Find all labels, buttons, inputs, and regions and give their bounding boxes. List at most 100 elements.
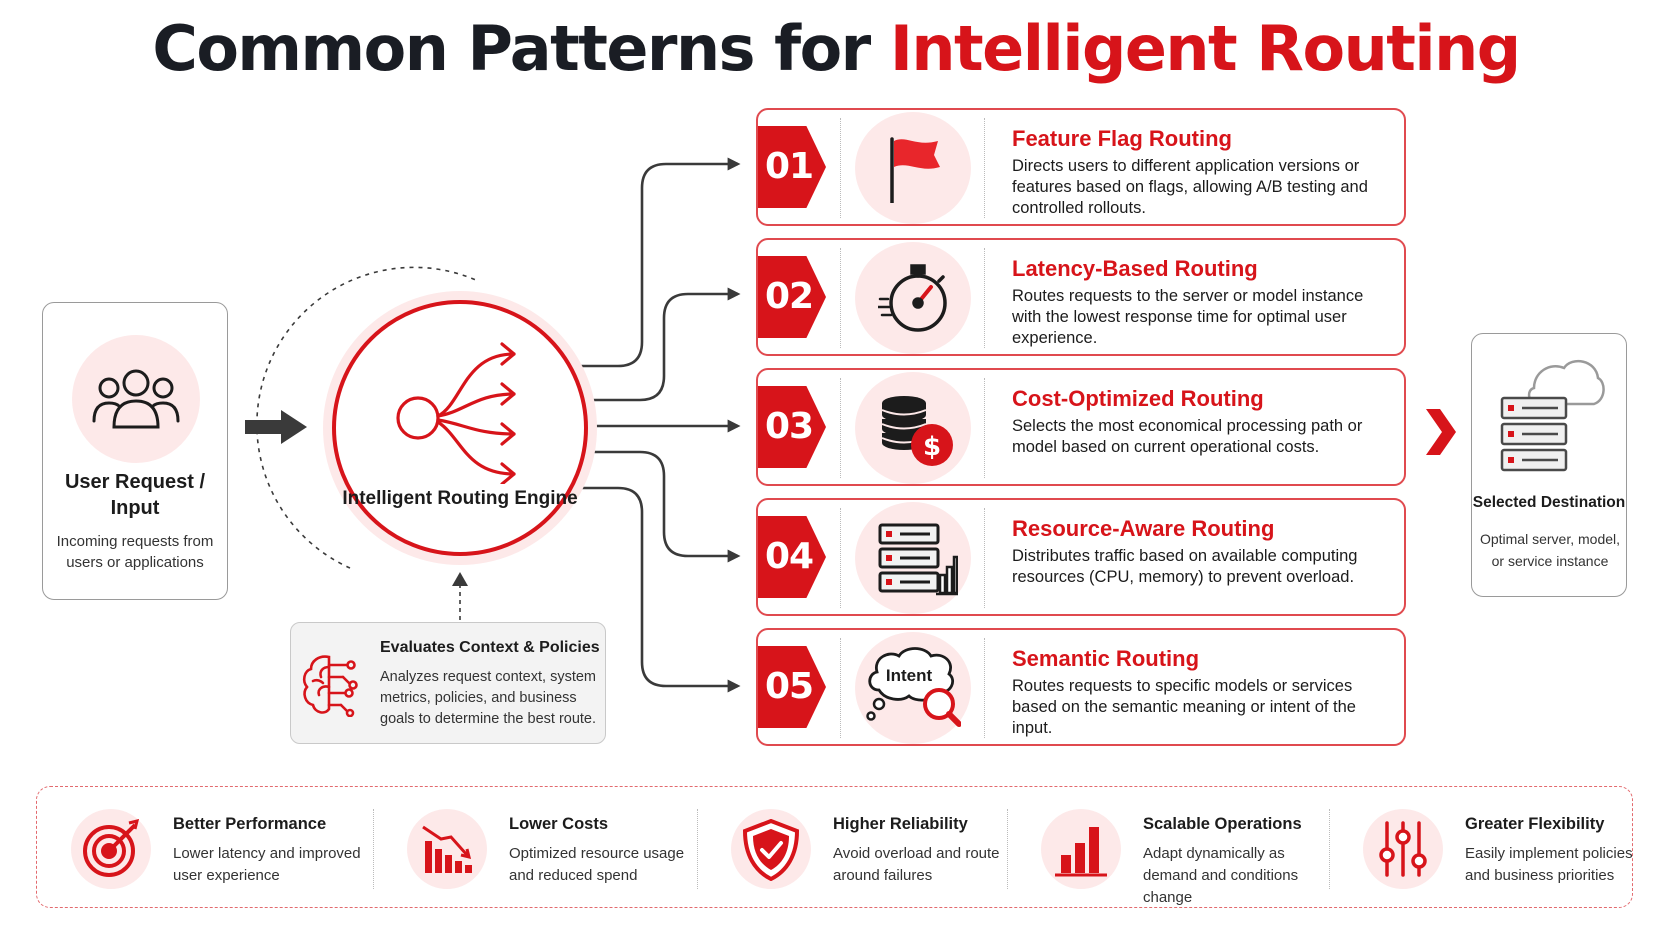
pattern-description: Selects the most economical processing p…	[1012, 417, 1363, 456]
benefit-scalable-operations: Scalable Operations Adapt dynamically as…	[1017, 787, 1317, 907]
stopwatch-icon-badge	[855, 242, 971, 354]
pattern-card-01: 01 Feature Flag Routing Directs users to…	[756, 108, 1406, 226]
pattern-number: 05	[765, 666, 814, 707]
destination-title: Selected Destination	[1472, 494, 1626, 511]
context-description: Analyzes request context, system metrics…	[380, 669, 597, 727]
benefit-description: Easily implement policies and business p…	[1465, 845, 1633, 884]
context-title: Evaluates Context & Policies	[380, 639, 600, 656]
pattern-description: Distributes traffic based on available c…	[1012, 547, 1358, 586]
flag-icon-badge	[855, 112, 971, 224]
sliders-icon-badge	[1363, 809, 1443, 889]
connector-04	[584, 450, 741, 563]
title-highlight: Intelligent Routing	[889, 12, 1521, 85]
benefit-title: Better Performance	[173, 815, 327, 833]
shield-check-icon	[742, 819, 800, 881]
divider	[840, 118, 841, 218]
users-icon-badge	[72, 335, 200, 463]
benefit-description: Avoid overload and route around failures	[833, 845, 1000, 884]
pattern-number-badge: 04	[758, 516, 826, 598]
benefit-title: Higher Reliability	[833, 815, 968, 833]
coins-dollar-icon-badge: $	[855, 372, 971, 484]
pattern-title: Feature Flag Routing	[1012, 126, 1232, 151]
divider	[840, 378, 841, 478]
pattern-number-badge: 01	[758, 126, 826, 208]
divider	[840, 248, 841, 348]
shield-check-icon-badge	[731, 809, 811, 889]
divider	[1007, 809, 1008, 889]
divider	[984, 248, 985, 348]
pattern-card-02: 02 Latency-Based Routing Routes requests…	[756, 238, 1406, 356]
benefit-description: Optimized resource usage and reduced spe…	[509, 845, 685, 884]
divider	[840, 638, 841, 738]
context-arrow-head	[452, 572, 468, 586]
decreasing-chart-icon-badge	[407, 809, 487, 889]
pattern-description: Routes requests to specific models or se…	[1012, 677, 1356, 737]
benefit-title: Greater Flexibility	[1465, 815, 1605, 833]
input-to-engine-arrow	[245, 410, 307, 444]
target-icon-badge	[71, 809, 151, 889]
intent-search-icon-badge: Intent	[855, 632, 971, 744]
users-icon	[92, 369, 180, 429]
svg-text:$: $	[923, 432, 941, 462]
target-icon	[83, 819, 140, 877]
benefit-title: Scalable Operations	[1143, 815, 1302, 833]
pattern-card-04: 04 Resource-Aware Routing Distributes tr…	[756, 498, 1406, 616]
intent-search-icon: Intent	[866, 647, 961, 727]
routing-engine: Intelligent Routing Engine	[332, 300, 588, 556]
benefit-better-performance: Better Performance Lower latency and imp…	[47, 787, 361, 907]
bar-chart-icon-badge	[1041, 809, 1121, 889]
pattern-title: Cost-Optimized Routing	[1012, 386, 1264, 411]
intent-label: Intent	[886, 666, 933, 685]
flag-icon	[890, 137, 940, 203]
connector-02	[584, 287, 741, 402]
pattern-description: Routes requests to the server or model i…	[1012, 287, 1364, 347]
page-title: Common Patterns for Intelligent Routing	[0, 12, 1672, 85]
benefit-description: Lower latency and improved user experien…	[173, 845, 361, 884]
cloud-server-icon	[1500, 359, 1605, 472]
user-request-title: User Request / Input	[64, 471, 206, 519]
pattern-number: 03	[765, 406, 814, 447]
divider	[840, 508, 841, 608]
divider	[984, 638, 985, 738]
divider	[984, 508, 985, 608]
pattern-number-badge: 02	[758, 256, 826, 338]
chevron-right-icon	[1426, 409, 1456, 455]
pattern-number-badge: 03	[758, 386, 826, 468]
pattern-card-03: 03 $ Cost-Optimized Routing Selects the …	[756, 368, 1406, 486]
pattern-card-05: 05 Intent Semantic Routing Routes reques…	[756, 628, 1406, 746]
destination-description: Optimal server, model, or service instan…	[1479, 531, 1621, 569]
benefit-title: Lower Costs	[509, 815, 609, 833]
connector-01	[574, 157, 741, 368]
brain-circuit-icon	[302, 655, 358, 717]
benefit-description: Adapt dynamically as demand and conditio…	[1143, 845, 1299, 906]
benefit-lower-costs: Lower Costs Optimized resource usage and…	[383, 787, 684, 907]
stopwatch-icon	[878, 264, 947, 332]
user-request-card: User Request / Input Incoming requests f…	[42, 302, 228, 600]
benefit-higher-reliability: Higher Reliability Avoid overload and ro…	[707, 787, 1007, 907]
divider	[373, 809, 374, 889]
sliders-icon	[1379, 821, 1427, 877]
benefits-panel: Better Performance Lower latency and imp…	[36, 786, 1633, 908]
pattern-title: Semantic Routing	[1012, 646, 1200, 671]
engine-dashed-arc	[256, 266, 479, 569]
coins-dollar-icon: $	[881, 396, 953, 466]
selected-destination-card: Selected Destination Optimal server, mod…	[1471, 333, 1627, 597]
server-chart-icon-badge	[855, 502, 971, 614]
pattern-number: 04	[765, 536, 814, 577]
pattern-title: Latency-Based Routing	[1012, 256, 1258, 281]
divider	[697, 809, 698, 889]
connector-05	[574, 486, 741, 693]
engine-label: Intelligent Routing Engine	[342, 488, 578, 509]
divider	[984, 378, 985, 478]
pattern-number: 01	[765, 146, 814, 187]
title-main: Common Patterns for	[152, 12, 890, 85]
divider	[1329, 809, 1330, 889]
server-chart-icon	[878, 523, 958, 596]
pattern-title: Resource-Aware Routing	[1012, 516, 1275, 541]
user-request-description: Incoming requests from users or applicat…	[56, 533, 214, 571]
pattern-description: Directs users to different application v…	[1012, 157, 1368, 217]
context-policies-card: Evaluates Context & Policies Analyzes re…	[290, 622, 606, 744]
decreasing-chart-icon	[422, 825, 472, 873]
bar-chart-icon	[1055, 827, 1107, 877]
